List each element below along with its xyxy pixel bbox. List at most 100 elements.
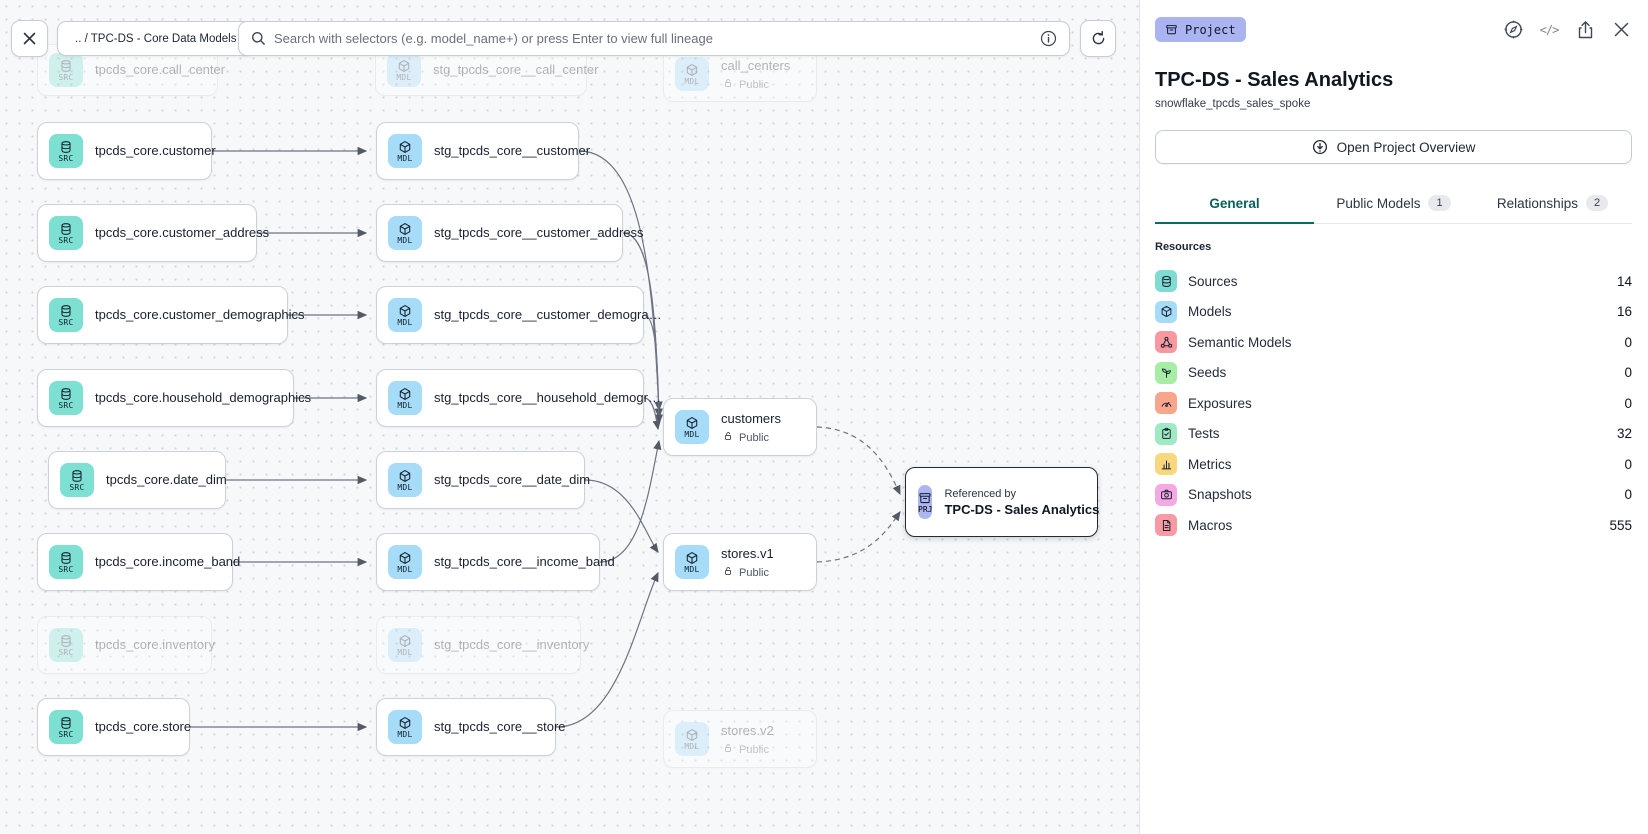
mdl-type-icon: MDL: [387, 53, 421, 87]
resource-label: Metrics: [1188, 456, 1232, 472]
mdl-type-icon: MDL: [388, 298, 422, 332]
node-label: stg_tpcds_core__customer_address: [434, 225, 644, 240]
node-label: stores.v1: [721, 546, 774, 561]
resources-heading: Resources: [1155, 241, 1212, 253]
breadcrumb-label: .. / TPC-DS - Core Data Models: [75, 32, 237, 45]
resource-label: Models: [1188, 304, 1232, 320]
node-visibility: Public: [721, 431, 781, 444]
file-icon: [1155, 514, 1177, 537]
lineage-node-mdl_income_band[interactable]: MDL stg_tpcds_core__income_band: [376, 533, 615, 591]
lock-open-icon: [721, 743, 735, 756]
view-code-button[interactable]: </>: [1538, 19, 1560, 41]
node-label: stg_tpcds_core__inventory: [434, 637, 590, 652]
gauge-icon: [1155, 392, 1177, 415]
src-type-icon: SRC: [49, 710, 83, 744]
camera-icon: [1155, 483, 1177, 506]
lock-open-icon: [721, 566, 735, 579]
resource-label: Seeds: [1188, 365, 1227, 381]
resource-count: 0: [1624, 456, 1632, 472]
close-panel-button[interactable]: [1610, 19, 1632, 41]
clipboard-check-icon: [1155, 422, 1177, 445]
refresh-lineage-button[interactable]: [1080, 20, 1116, 57]
lineage-node-src_store[interactable]: SRC tpcds_core.store: [37, 698, 192, 756]
close-icon: [1614, 22, 1628, 37]
node-label: stg_tpcds_core__household_demogr…: [434, 390, 661, 405]
node-visibility: Public: [721, 566, 774, 579]
node-label: tpcds_core.household_demographics: [95, 390, 312, 405]
tab-general[interactable]: General: [1155, 186, 1314, 224]
search-input[interactable]: [274, 31, 1032, 46]
mdl-type-icon: MDL: [388, 216, 422, 250]
node-label: stg_tpcds_core__customer: [434, 143, 591, 158]
project-type-badge: Project: [1155, 17, 1246, 42]
share-button[interactable]: [1574, 19, 1596, 41]
src-type-icon: SRC: [60, 463, 94, 497]
mdl-type-icon: MDL: [388, 545, 422, 579]
close-icon: [23, 32, 36, 45]
project-overview-icon: [1312, 139, 1327, 155]
compass-icon: [1504, 20, 1522, 39]
project-schema-name: snowflake_tpcds_sales_spoke: [1155, 98, 1311, 110]
resource-row-metrics[interactable]: Metrics 0: [1155, 449, 1632, 480]
resource-count: 0: [1624, 334, 1632, 350]
project-icon: [1166, 24, 1177, 35]
prj-type-icon: PRJ: [918, 485, 933, 519]
node-visibility: Public: [721, 78, 790, 91]
node-label: stg_tpcds_core__store: [434, 719, 566, 734]
close-lineage-button[interactable]: [11, 20, 48, 57]
tab-label: Public Models: [1336, 195, 1421, 211]
node-label: stg_tpcds_core__income_band: [434, 554, 615, 569]
mdl-type-icon: MDL: [675, 410, 709, 444]
seedling-icon: [1155, 361, 1177, 384]
node-visibility: Public: [721, 743, 774, 756]
node-label: customers: [721, 411, 781, 426]
info-icon[interactable]: [1040, 30, 1057, 47]
resource-label: Tests: [1188, 426, 1220, 442]
breadcrumb[interactable]: .. / TPC-DS - Core Data Models: [57, 21, 255, 56]
mdl-type-icon: MDL: [388, 463, 422, 497]
open-project-overview-button[interactable]: Open Project Overview: [1155, 130, 1632, 164]
explore-button[interactable]: [1502, 19, 1524, 41]
resource-label: Exposures: [1188, 395, 1252, 411]
node-label: tpcds_core.store: [95, 719, 192, 734]
referenced-by-kicker: Referenced by: [944, 487, 1016, 500]
cube-icon: [1155, 300, 1177, 323]
node-label: stg_tpcds_core__call_center: [433, 62, 599, 77]
lineage-node-mdl_customer_address[interactable]: MDL stg_tpcds_core__customer_address: [376, 204, 644, 262]
refresh-icon: [1092, 30, 1104, 45]
database-icon: [1155, 270, 1177, 293]
resource-count: 555: [1609, 517, 1632, 533]
mdl-type-icon: MDL: [675, 57, 709, 91]
graph-icon: [1155, 331, 1177, 354]
